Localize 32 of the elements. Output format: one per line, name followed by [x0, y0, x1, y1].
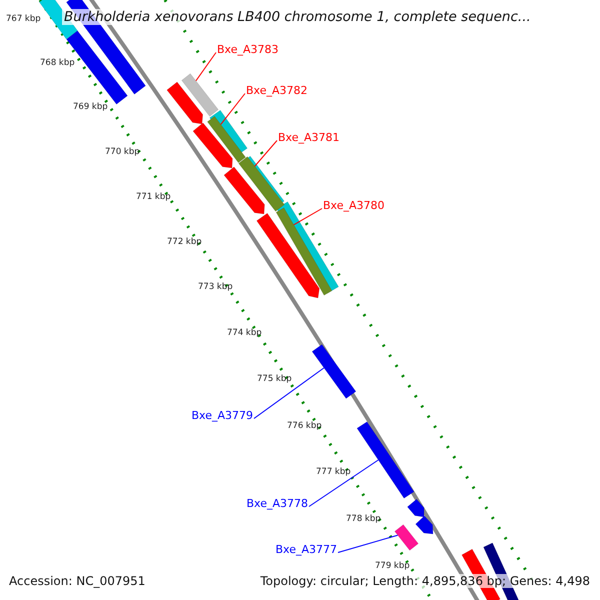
- leader-line: [254, 140, 278, 167]
- scale-label: 772 kbp: [167, 237, 202, 247]
- accession-text: Accession: NC_007951: [9, 574, 146, 588]
- gene-label: Bxe_A3783: [217, 43, 279, 56]
- scale-label: 769 kbp: [73, 102, 108, 112]
- scale-label: 771 kbp: [136, 192, 171, 202]
- gene-label: Bxe_A3779: [191, 409, 253, 422]
- gene-label: Bxe_A3781: [278, 131, 340, 144]
- leader-line: [220, 93, 246, 125]
- leader-line: [293, 208, 322, 226]
- gene-label: Bxe_A3780: [323, 199, 385, 212]
- leader-line: [308, 460, 379, 507]
- scale-label: 778 kbp: [346, 514, 381, 524]
- gene-feature: [356, 421, 414, 499]
- leader-line: [195, 52, 216, 82]
- gene-label: Bxe_A3782: [246, 84, 308, 97]
- gene-feature: [312, 344, 356, 399]
- scale-label: 767 kbp: [6, 14, 41, 24]
- scale-label: 768 kbp: [40, 58, 75, 68]
- gene-feature: [207, 116, 246, 163]
- gene-feature: [394, 524, 419, 551]
- gene-feature: [238, 156, 285, 212]
- gene-feature: [181, 73, 219, 117]
- scale-label: 770 kbp: [105, 147, 140, 157]
- gene-label: Bxe_A3778: [246, 497, 308, 510]
- sequence-info-text: Topology: circular; Length: 4,895,836 bp; Genes: 4,498: [260, 574, 590, 588]
- scale-label: 774 kbp: [227, 328, 262, 338]
- scale-label: 776 kbp: [287, 421, 322, 431]
- leader-line: [254, 367, 324, 419]
- leader-line: [338, 534, 398, 553]
- scale-label: 773 kbp: [198, 282, 233, 292]
- gene-label: Bxe_A3777: [275, 543, 337, 556]
